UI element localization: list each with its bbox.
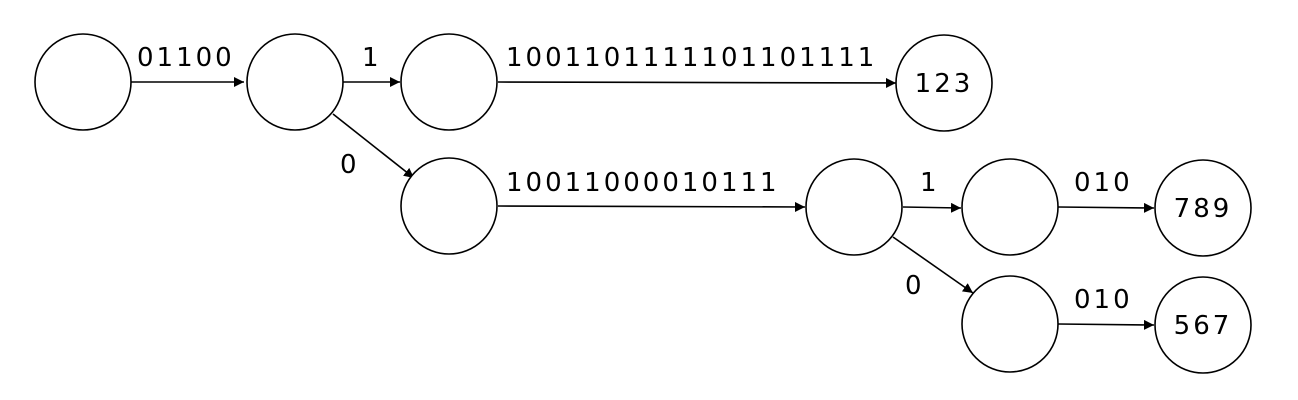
edge-n6-to-leaf-567 — [1057, 319, 1155, 330]
node-root — [34, 33, 132, 131]
edge-label-root-n1: 01100 — [137, 43, 235, 73]
edge-n5-to-leaf-789 — [1057, 202, 1155, 213]
edges — [131, 77, 1155, 330]
node-n4 — [805, 158, 903, 256]
edge-label-n4-n5: 1 — [920, 168, 940, 198]
edge-n1-to-n3 — [332, 113, 415, 179]
node-n2 — [400, 33, 498, 131]
edge-label-n6-leaf-567: 010 — [1074, 285, 1133, 315]
node-leaf-123: 123 — [895, 34, 993, 132]
nodes: 123 789 567 — [34, 33, 1252, 374]
edge-n2-to-leaf-123 — [497, 77, 897, 88]
edge-labels: 01100 1 1001101111101101111 0 1001100001… — [137, 43, 1133, 315]
leaf-value: 123 — [915, 69, 974, 99]
leaf-value: 789 — [1174, 194, 1233, 224]
edge-label-n1-n3: 0 — [340, 150, 360, 180]
edge-n3-to-n4 — [497, 201, 806, 212]
edge-label-n5-leaf-789: 010 — [1074, 168, 1133, 198]
node-n3 — [400, 157, 498, 255]
node-leaf-567: 567 — [1154, 276, 1252, 374]
leaf-value: 567 — [1174, 311, 1233, 341]
node-n5 — [961, 158, 1059, 256]
edge-n4-to-n6 — [892, 236, 974, 294]
node-n1 — [246, 33, 344, 131]
node-n6 — [961, 275, 1059, 373]
edge-label-n2-leaf-123: 1001101111101101111 — [506, 43, 877, 73]
edge-n4-to-n5 — [902, 202, 962, 213]
edge-label-n4-n6: 0 — [905, 271, 925, 301]
edge-label-n1-n2: 1 — [362, 43, 382, 73]
node-leaf-789: 789 — [1154, 159, 1252, 257]
edge-label-n3-n4: 10011000010111 — [506, 168, 780, 198]
